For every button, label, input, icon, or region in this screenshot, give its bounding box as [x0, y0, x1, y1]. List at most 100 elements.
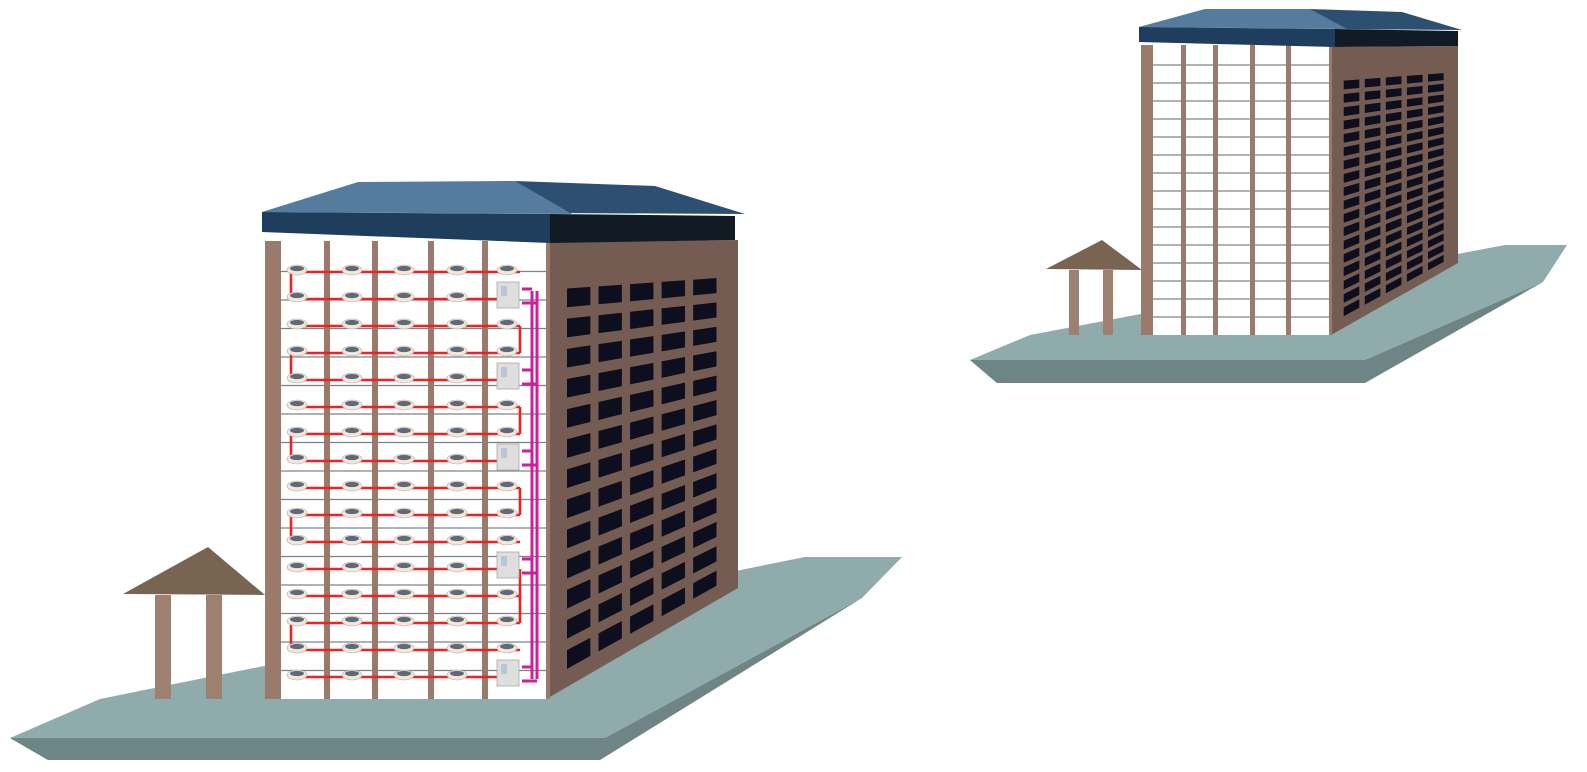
indoor-ac-unit	[447, 670, 467, 680]
ac-unit-face	[450, 671, 464, 676]
indoor-ac-unit	[497, 319, 517, 329]
ac-unit-face	[345, 536, 359, 541]
indoor-ac-unit	[497, 643, 517, 653]
ac-unit-face	[345, 671, 359, 676]
outdoor-unit-panel	[501, 367, 507, 377]
ac-unit-face	[450, 347, 464, 352]
pavilion-post	[1069, 270, 1079, 335]
ac-unit-face	[450, 293, 464, 298]
indoor-ac-unit	[342, 562, 362, 572]
indoor-ac-unit	[287, 589, 307, 599]
indoor-ac-unit	[497, 481, 517, 491]
ac-unit-face	[290, 347, 304, 352]
side-window	[1428, 73, 1444, 81]
ac-unit-face	[290, 536, 304, 541]
side-window	[662, 280, 685, 298]
ac-unit-face	[397, 401, 411, 406]
ac-unit-face	[500, 509, 514, 514]
indoor-ac-unit	[394, 670, 414, 680]
side-window	[1365, 78, 1381, 88]
pavilion-post	[155, 595, 171, 699]
roof-fascia-side	[550, 214, 735, 243]
ac-unit-face	[450, 617, 464, 622]
indoor-ac-unit	[447, 292, 467, 302]
ac-unit-face	[345, 347, 359, 352]
ac-unit-face	[397, 455, 411, 460]
side-window	[1407, 75, 1423, 84]
ac-unit-face	[500, 428, 514, 433]
ac-unit-face	[345, 266, 359, 271]
indoor-ac-unit	[342, 670, 362, 680]
indoor-ac-unit	[394, 454, 414, 464]
ac-unit-face	[450, 644, 464, 649]
indoor-ac-unit	[497, 616, 517, 626]
roof	[1139, 9, 1462, 47]
ac-unit-face	[290, 455, 304, 460]
indoor-ac-unit	[447, 562, 467, 572]
indoor-ac-unit	[287, 535, 307, 545]
ac-unit-face	[345, 455, 359, 460]
indoor-ac-unit	[394, 400, 414, 410]
indoor-ac-unit	[342, 265, 362, 275]
ac-unit-face	[290, 482, 304, 487]
indoor-ac-unit	[287, 454, 307, 464]
ac-unit-face	[450, 590, 464, 595]
side-window	[567, 316, 590, 337]
indoor-ac-unit	[287, 265, 307, 275]
facade-mullion	[265, 241, 281, 699]
indoor-ac-unit	[394, 292, 414, 302]
indoor-ac-unit	[287, 346, 307, 356]
indoor-ac-unit	[342, 508, 362, 518]
ac-unit-face	[500, 266, 514, 271]
facade-mullion	[428, 241, 434, 699]
indoor-ac-unit	[342, 400, 362, 410]
indoor-ac-unit	[497, 589, 517, 599]
outdoor-unit	[497, 660, 519, 686]
ac-unit-face	[290, 374, 304, 379]
facade-mullion	[324, 241, 330, 699]
ac-unit-face	[397, 617, 411, 622]
side-window	[662, 306, 685, 325]
ac-unit-face	[345, 428, 359, 433]
facade-base	[1141, 44, 1331, 335]
ac-unit-face	[290, 293, 304, 298]
ac-unit-face	[500, 536, 514, 541]
ac-unit-face	[397, 320, 411, 325]
indoor-ac-unit	[447, 643, 467, 653]
ac-unit-face	[290, 617, 304, 622]
indoor-ac-unit	[394, 616, 414, 626]
ac-unit-face	[500, 320, 514, 325]
indoor-ac-unit	[447, 589, 467, 599]
ac-unit-face	[345, 374, 359, 379]
indoor-ac-unit	[287, 400, 307, 410]
roof-fascia-front	[262, 212, 550, 243]
facade-mullion	[546, 241, 550, 699]
indoor-ac-unit	[447, 373, 467, 383]
indoor-ac-unit	[447, 508, 467, 518]
ac-unit-face	[397, 293, 411, 298]
ac-unit-face	[397, 536, 411, 541]
ac-unit-face	[450, 455, 464, 460]
indoor-ac-unit	[342, 481, 362, 491]
side-window	[599, 313, 622, 333]
ac-unit-face	[397, 671, 411, 676]
indoor-ac-unit	[342, 319, 362, 329]
facade-mullion	[482, 241, 488, 699]
ac-unit-face	[345, 401, 359, 406]
pavilion-roof	[1046, 240, 1142, 270]
ac-unit-face	[450, 401, 464, 406]
indoor-ac-unit	[394, 319, 414, 329]
ac-unit-face	[345, 482, 359, 487]
ac-unit-face	[450, 536, 464, 541]
ac-unit-face	[345, 563, 359, 568]
outdoor-unit-panel	[501, 556, 507, 566]
side-window	[693, 302, 716, 320]
indoor-ac-unit	[497, 535, 517, 545]
indoor-ac-unit	[394, 481, 414, 491]
ac-unit-face	[397, 509, 411, 514]
front-facade	[1141, 44, 1332, 335]
side-window	[630, 309, 653, 329]
indoor-ac-unit	[497, 346, 517, 356]
ac-unit-face	[345, 320, 359, 325]
